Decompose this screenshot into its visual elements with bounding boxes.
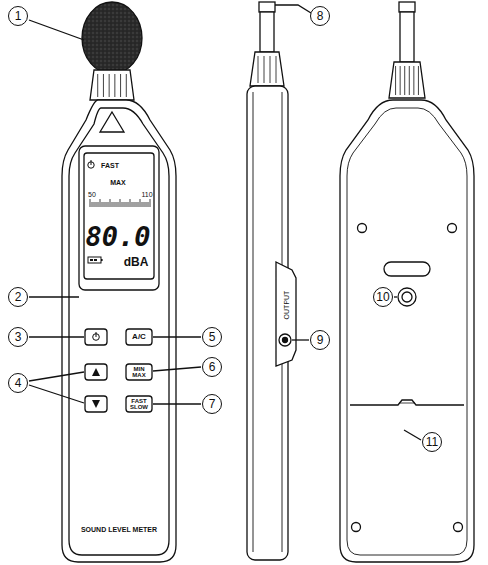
- back-body: [340, 100, 474, 562]
- callout-number: 8: [310, 6, 330, 26]
- minmax-button: [126, 364, 152, 380]
- button-label: A/C: [132, 333, 146, 341]
- display-frame: [79, 146, 159, 290]
- microphone-foam: [82, 2, 142, 74]
- callout-number: 5: [202, 327, 222, 347]
- callout-number: 7: [202, 394, 222, 414]
- slot: [384, 262, 430, 276]
- battery-cover: [350, 400, 464, 405]
- lcd-mode: FAST: [101, 162, 119, 169]
- probe-cap: [259, 2, 275, 12]
- callout-number: 3: [8, 327, 28, 347]
- port-label: OUTPUT: [283, 291, 290, 320]
- back-probe: [400, 12, 414, 62]
- callout-number: 10: [373, 287, 393, 307]
- tripod-socket: [398, 288, 416, 306]
- callout-number: 2: [8, 287, 28, 307]
- callout-number: 1: [8, 6, 28, 26]
- scale-min: 50: [88, 191, 96, 198]
- scale-max: 110: [141, 191, 152, 198]
- collar: [90, 70, 134, 100]
- meter-body: [62, 100, 176, 562]
- body-inner-outline: [69, 108, 169, 555]
- callout-number: 9: [310, 330, 330, 350]
- lcd-unit: dBA: [124, 256, 149, 268]
- callout-number: 4: [8, 373, 28, 393]
- probe: [260, 12, 274, 52]
- lcd-reading: 80.0: [85, 223, 150, 250]
- side-collar: [250, 52, 284, 86]
- device-name: SOUND LEVEL METER: [81, 526, 157, 533]
- power-button: [85, 329, 107, 345]
- ac-button: [126, 329, 152, 345]
- back-collar: [389, 62, 425, 98]
- down-button: [85, 396, 107, 412]
- callout-number: 11: [422, 432, 442, 452]
- lcd: [84, 153, 154, 279]
- top-triangle: [100, 112, 124, 132]
- button-label: FAST SLOW: [128, 398, 150, 410]
- button-label: MIN MAX: [128, 366, 150, 378]
- callout-number: 6: [202, 357, 222, 377]
- fastslow-button: [126, 396, 152, 412]
- leader-lines: [29, 5, 421, 440]
- output-bump: [276, 262, 296, 366]
- up-button: [85, 364, 107, 380]
- lcd-max: MAX: [110, 179, 126, 186]
